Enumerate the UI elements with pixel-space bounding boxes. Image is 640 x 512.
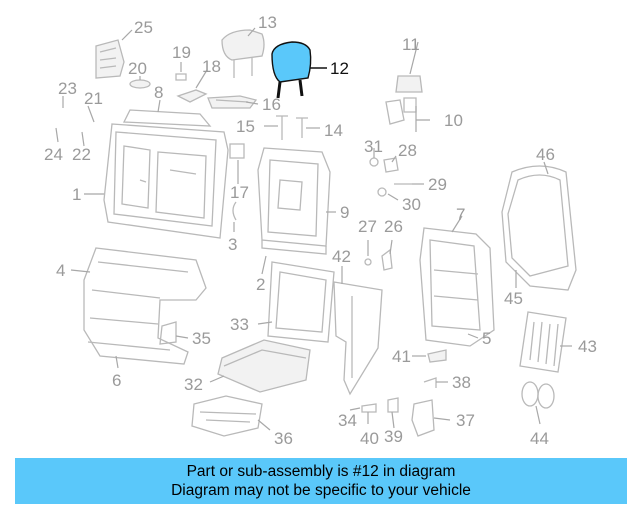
seat-frame-46 (501, 165, 577, 291)
callout-37[interactable]: 37 (456, 411, 475, 430)
callout-3[interactable]: 3 (228, 235, 237, 254)
callout-21[interactable]: 21 (84, 89, 103, 108)
part-43 (519, 311, 567, 373)
callout-38[interactable]: 38 (452, 373, 471, 392)
seat-cushion-left-drawing (83, 247, 207, 365)
callout-6[interactable]: 6 (112, 371, 121, 390)
callout-17[interactable]: 17 (230, 183, 249, 202)
callout-27[interactable]: 27 (358, 217, 377, 236)
part-32-cushion (217, 339, 311, 393)
callout-35[interactable]: 35 (192, 329, 211, 348)
part-12-highlighted-headrest[interactable] (271, 41, 312, 99)
seat-back-center-drawing (257, 147, 331, 255)
parts-28-31 (369, 157, 412, 197)
callout-29[interactable]: 29 (428, 175, 447, 194)
info-banner: Part or sub-assembly is #12 in diagram D… (15, 458, 627, 504)
callout-24[interactable]: 24 (44, 145, 63, 164)
callout-5[interactable]: 5 (482, 329, 491, 348)
latch-11-10 (385, 75, 423, 125)
callout-16[interactable]: 16 (262, 95, 281, 114)
callout-18[interactable]: 18 (202, 57, 221, 76)
seat-back-right-drawing (419, 227, 495, 347)
callout-labels: 25 13 12 19 20 18 16 8 23 21 15 14 24 22… (44, 13, 597, 448)
callout-12[interactable]: 12 (330, 59, 349, 78)
part-13-drawing (221, 29, 265, 78)
seat-back-left-drawing (103, 109, 229, 239)
parts-26-27 (364, 248, 393, 271)
callout-39[interactable]: 39 (384, 427, 403, 446)
callout-28[interactable]: 28 (398, 141, 417, 160)
part-25-drawing (95, 39, 125, 79)
leader-lines (55, 27, 572, 431)
callout-31[interactable]: 31 (364, 137, 383, 156)
callout-46[interactable]: 46 (536, 145, 555, 164)
callout-34[interactable]: 34 (338, 411, 357, 430)
callout-13[interactable]: 13 (258, 13, 277, 32)
parts-diagram: 25 13 12 19 20 18 16 8 23 21 15 14 24 22… (44, 13, 597, 448)
callout-23[interactable]: 23 (58, 79, 77, 98)
banner-line-2: Diagram may not be specific to your vehi… (171, 482, 471, 499)
callout-45[interactable]: 45 (504, 289, 523, 308)
callout-8[interactable]: 8 (154, 83, 163, 102)
callout-25[interactable]: 25 (134, 18, 153, 37)
panels-2-33-42 (267, 261, 383, 396)
small-parts-top (129, 73, 258, 109)
parts-17-3 (229, 143, 245, 221)
callout-36[interactable]: 36 (274, 429, 293, 448)
callout-44[interactable]: 44 (530, 429, 549, 448)
callout-33[interactable]: 33 (230, 315, 249, 334)
callout-4[interactable]: 4 (56, 261, 65, 280)
callout-15[interactable]: 15 (236, 117, 255, 136)
callout-43[interactable]: 43 (578, 337, 597, 356)
banner-line-1: Part or sub-assembly is #12 in diagram (186, 463, 456, 480)
callout-32[interactable]: 32 (184, 375, 203, 394)
callout-20[interactable]: 20 (128, 59, 147, 78)
callout-10[interactable]: 10 (444, 111, 463, 130)
part-36 (191, 395, 263, 437)
misc-lower-parts (361, 349, 555, 437)
callout-11[interactable]: 11 (402, 35, 420, 54)
callout-30[interactable]: 30 (402, 195, 421, 214)
callout-7[interactable]: 7 (456, 205, 465, 224)
callout-22[interactable]: 22 (72, 145, 91, 164)
callout-1[interactable]: 1 (72, 185, 81, 204)
callout-42[interactable]: 42 (332, 247, 351, 266)
pins-15-14 (276, 115, 308, 140)
callout-19[interactable]: 19 (172, 43, 191, 62)
part-35 (159, 321, 177, 345)
callout-40[interactable]: 40 (360, 429, 379, 448)
callout-2[interactable]: 2 (256, 275, 265, 294)
callout-41[interactable]: 41 (392, 347, 411, 366)
callout-26[interactable]: 26 (384, 217, 403, 236)
callout-9[interactable]: 9 (340, 203, 349, 222)
callout-14[interactable]: 14 (324, 121, 343, 140)
